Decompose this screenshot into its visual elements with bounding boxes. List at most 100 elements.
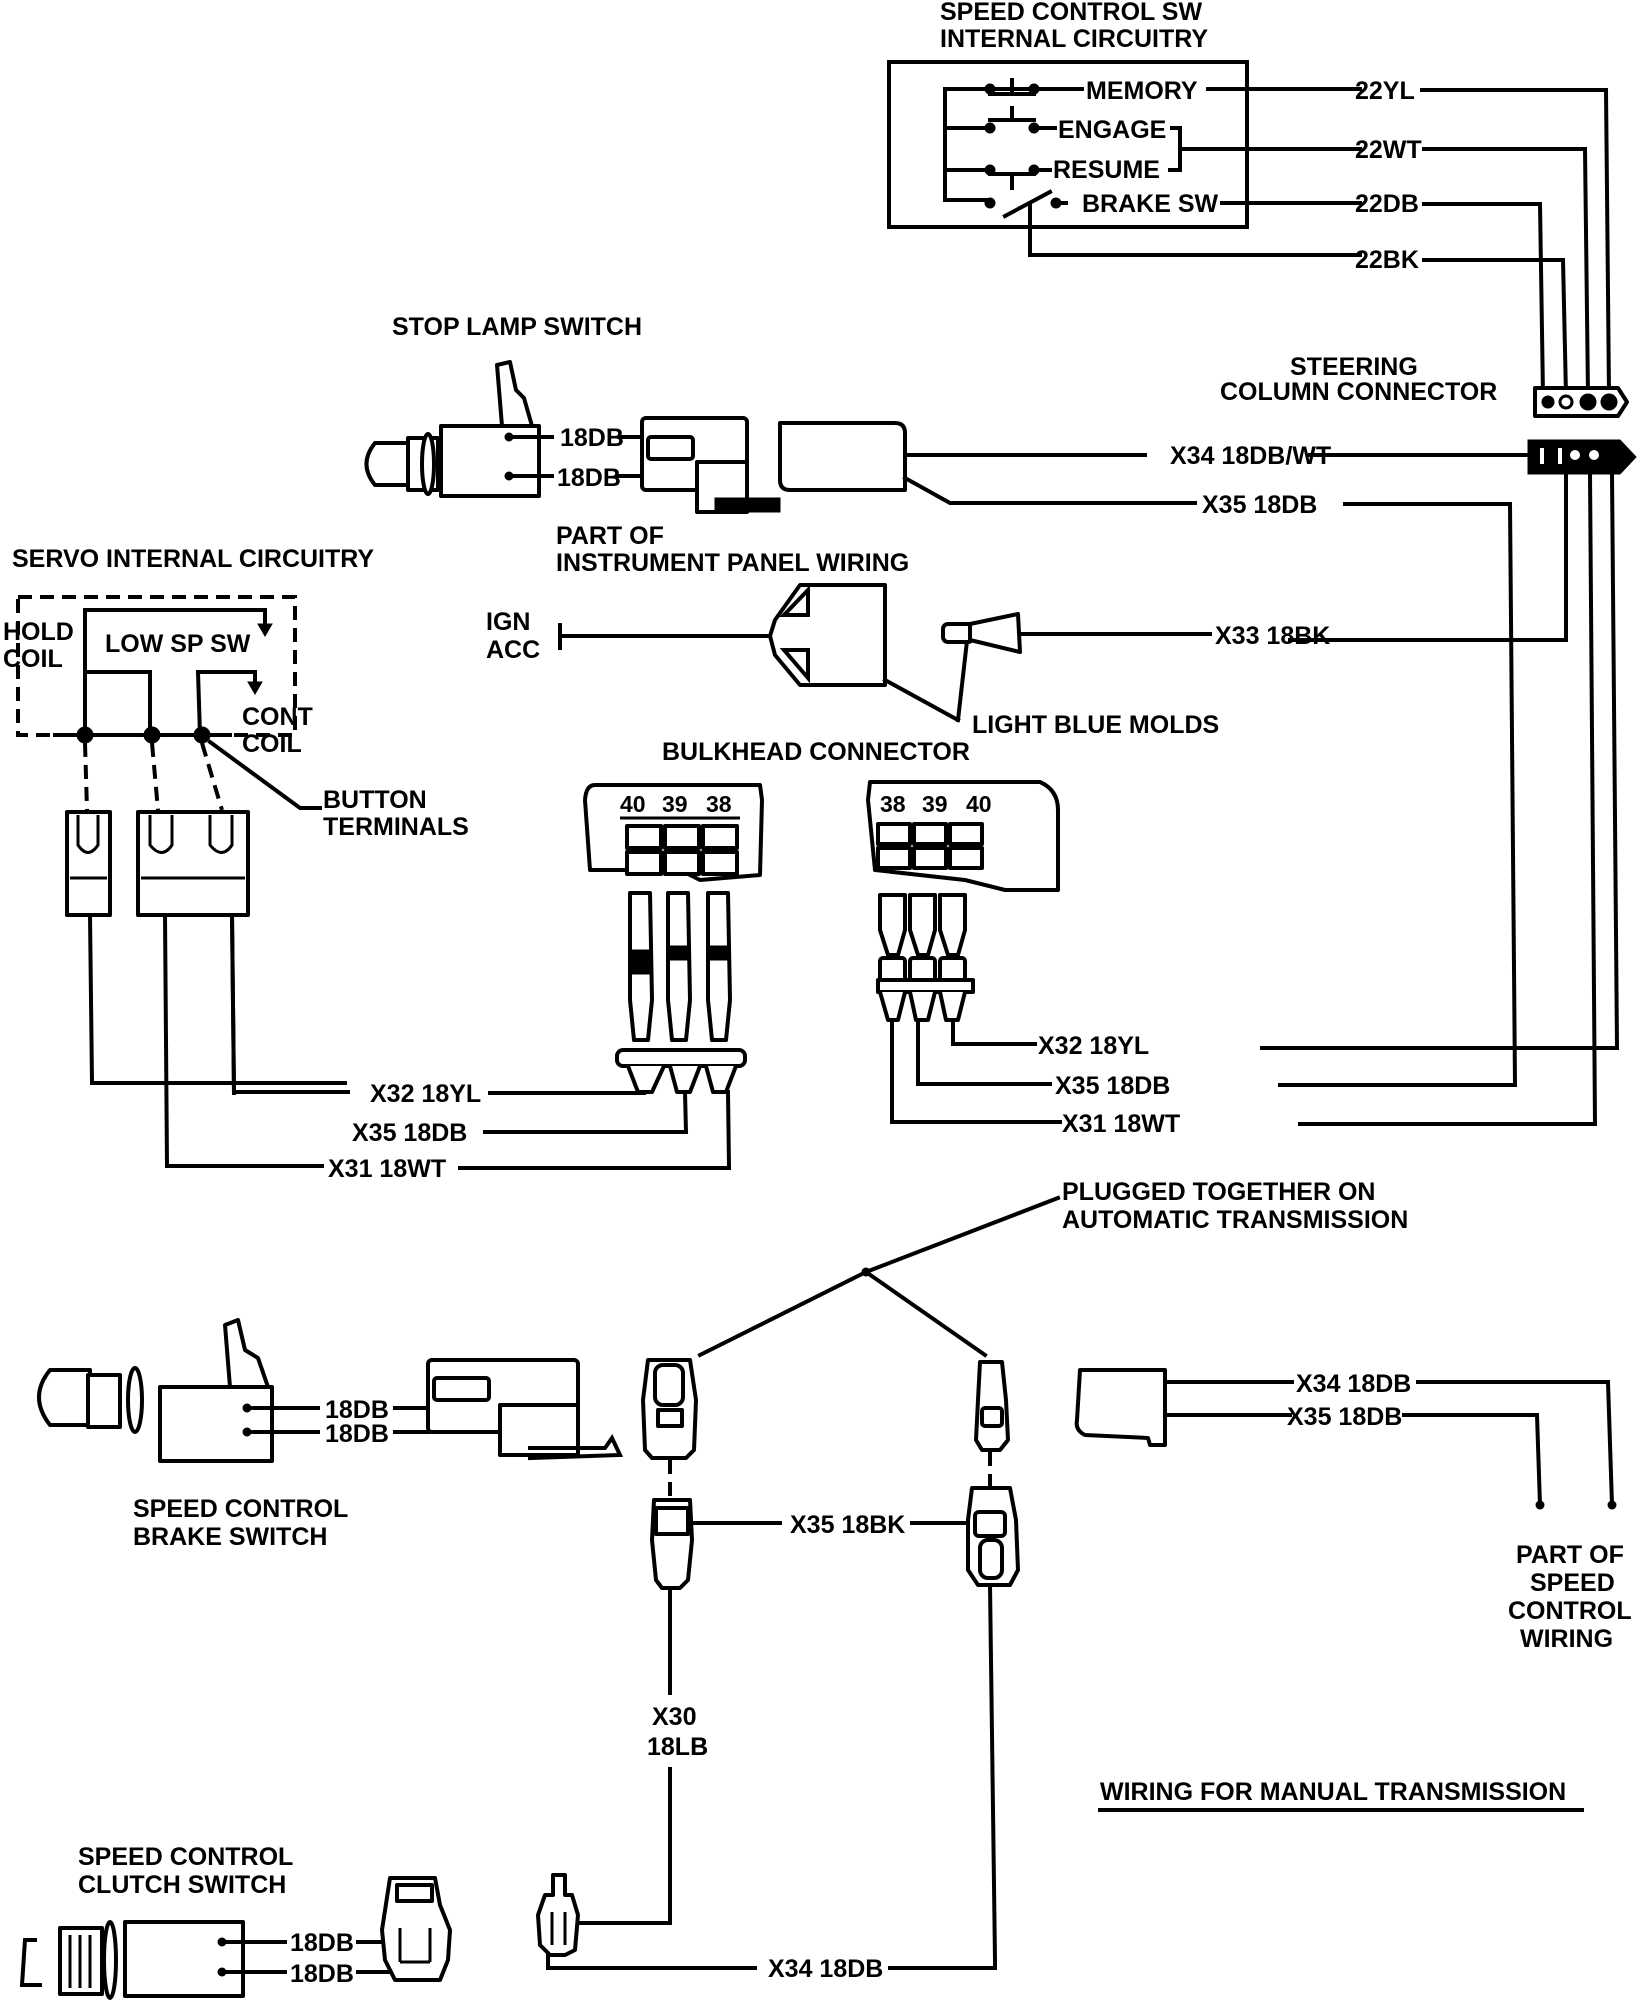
wire-x34-clutch [546, 1953, 757, 1970]
wire-x33-run [1288, 472, 1568, 642]
brake-switch-wire-1: 18DB [325, 1396, 389, 1424]
ign-label: IGN [486, 608, 530, 636]
clutch-nut [102, 1920, 118, 2000]
wiring-label-x34: X34 18DB [1296, 1370, 1411, 1398]
brake-switch-lever [223, 1318, 270, 1389]
speed-control-wiring-leads [1163, 1380, 1294, 1417]
instrument-panel-connector [768, 583, 887, 687]
speed-control-wiring-label-1: PART OF [1516, 1541, 1624, 1569]
bulkhead-title: BULKHEAD CONNECTOR [662, 738, 970, 766]
wire-label-22db: 22DB [1355, 190, 1419, 218]
wire-22bk-run [1422, 258, 1569, 398]
button-terminals-label-2: TERMINALS [323, 813, 469, 841]
brake-switch-label-1: SPEED CONTROL [133, 1495, 348, 1523]
plugged-label-2: AUTOMATIC TRANSMISSION [1062, 1206, 1408, 1234]
speed-control-sw-title-1: SPEED CONTROL SW [940, 0, 1202, 26]
wire-label-22bk: 22BK [1355, 246, 1419, 274]
brake-switch-thread [86, 1373, 122, 1429]
wire-label-22yl: 22YL [1355, 77, 1415, 105]
button-terminals-label-1: BUTTON [323, 786, 427, 814]
wire-x34-clutch-2 [888, 1958, 997, 1970]
engage-label: ENGAGE [1058, 116, 1166, 144]
memory-switch-symbol [984, 78, 1084, 96]
low-sp-arrow [257, 623, 273, 637]
bulkhead-connector-group: BULKHEAD CONNECTOR 40 39 38 X32 18YL X35… [328, 738, 1180, 1183]
middle-connectors-group: X35 18BK [641, 1358, 1020, 1963]
wire-x32-left-b [229, 912, 350, 1094]
steering-label-2: COLUMN CONNECTOR [1220, 378, 1497, 406]
servo-terminal-hold [65, 810, 112, 917]
low-sp-sw-label: LOW SP SW [105, 630, 251, 658]
servo-dashed-leads [83, 742, 224, 811]
brake-switch-leads-2 [393, 1406, 430, 1434]
switch-common-bus [943, 87, 1065, 202]
stop-lamp-connector-b [778, 421, 907, 492]
wire-label-x34-18dbwt: X34 18DB/WT [1170, 442, 1331, 470]
wire-x32-right [951, 1018, 1037, 1046]
speed-control-wiring-group: X34 18DB X35 18DB PART OF SPEED CONTROL … [1074, 1368, 1632, 1653]
wire-x32-right-run [1260, 471, 1620, 1050]
speed-control-switch-group: SPEED CONTROL SW INTERNAL CIRCUITRY [887, 0, 1612, 398]
clutch-switch-group: SPEED CONTROL CLUTCH SWITCH 18DB 18DB X3… [19, 1843, 997, 2000]
bulkhead-left-pin-39: 39 [662, 791, 688, 817]
light-blue-mold-connector [941, 612, 1022, 654]
speed-control-sw-title-2: INTERNAL CIRCUITRY [940, 25, 1208, 53]
molds-leader-2 [955, 629, 971, 723]
brake-switch-leads [245, 1406, 320, 1434]
ign-acc-wire [558, 623, 772, 650]
cont-coil-path [195, 670, 257, 738]
wire-x35-18db-top [902, 475, 1197, 505]
wire-x31-left [162, 912, 324, 1168]
bulkhead-left-pin-38: 38 [706, 791, 732, 817]
cont-coil-arrow [247, 681, 263, 695]
instrument-panel-group: PART OF INSTRUMENT PANEL WIRING IGN ACC … [486, 522, 1330, 739]
stop-lamp-wire-2: 18DB [557, 464, 621, 492]
left-wire-label-x35: X35 18DB [352, 1119, 467, 1147]
plugged-together-group: PLUGGED TOGETHER ON AUTOMATIC TRANSMISSI… [697, 1178, 1408, 1358]
wire-22wt-run [1422, 147, 1591, 398]
acc-label: ACC [486, 636, 540, 664]
stop-lamp-nut [420, 432, 436, 496]
connector-a-slot [646, 435, 695, 461]
wire-x34-vertical [987, 1582, 998, 1963]
diagram-title: WIRING FOR MANUAL TRANSMISSION [1100, 1778, 1566, 1806]
wire-x30-bottom [576, 1908, 672, 1925]
wire-x35-left [87, 912, 347, 1085]
ip-connector-detail [779, 585, 810, 684]
stop-lamp-lever [495, 360, 534, 428]
servo-group: SERVO INTERNAL CIRCUITRY HOLD COIL LOW S… [3, 545, 469, 1168]
wire-x32-left-to-bulkhead [488, 1090, 646, 1095]
cont-coil-label-2: COIL [242, 730, 302, 758]
speed-control-wiring-connector [1074, 1368, 1167, 1447]
x30-label-text-1: X30 [652, 1703, 696, 1731]
right-wire-label-x35: X35 18DB [1055, 1072, 1170, 1100]
left-wire-label-x32: X32 18YL [370, 1080, 481, 1108]
right-wire-label-x31: X31 18WT [1062, 1110, 1180, 1138]
clutch-leads [220, 1940, 287, 1974]
speed-control-sw-box [887, 60, 1249, 229]
bulkhead-right-pin-40: 40 [966, 791, 992, 817]
speed-control-wiring-label-4: WIRING [1520, 1625, 1613, 1653]
steering-label-1: STEERING [1290, 353, 1418, 381]
wire-x31-right [890, 1018, 1062, 1124]
wiring-label-x35: X35 18DB [1287, 1403, 1402, 1431]
brake-switch-label-2: BRAKE SWITCH [133, 1523, 327, 1551]
brake-switch-body [158, 1385, 274, 1463]
light-blue-molds-label: LIGHT BLUE MOLDS [972, 711, 1219, 739]
bulkhead-right-pin-38: 38 [880, 791, 906, 817]
plugged-leader-right [863, 1269, 988, 1358]
wire-label-x33-18bk: X33 18BK [1215, 622, 1330, 650]
brake-switch-wire-2: 18DB [325, 1420, 389, 1448]
low-sp-switch-path [83, 608, 267, 737]
bulkhead-left-terminals [615, 891, 747, 1094]
speed-control-wiring-drops [1402, 1380, 1615, 1508]
instrument-panel-label-2: INSTRUMENT PANEL WIRING [556, 549, 909, 577]
link-label-x35-18bk: X35 18BK [790, 1511, 905, 1539]
brake-sw-label: BRAKE SW [1082, 190, 1219, 218]
wire-x31-right-run [1298, 471, 1598, 1126]
engage-switch-symbol [984, 106, 1057, 134]
x30-label-bg [648, 1695, 693, 1767]
switch-bus-branches [943, 126, 987, 172]
plugged-label-1: PLUGGED TOGETHER ON [1062, 1178, 1375, 1206]
brake-sw-symbol [984, 189, 1362, 257]
